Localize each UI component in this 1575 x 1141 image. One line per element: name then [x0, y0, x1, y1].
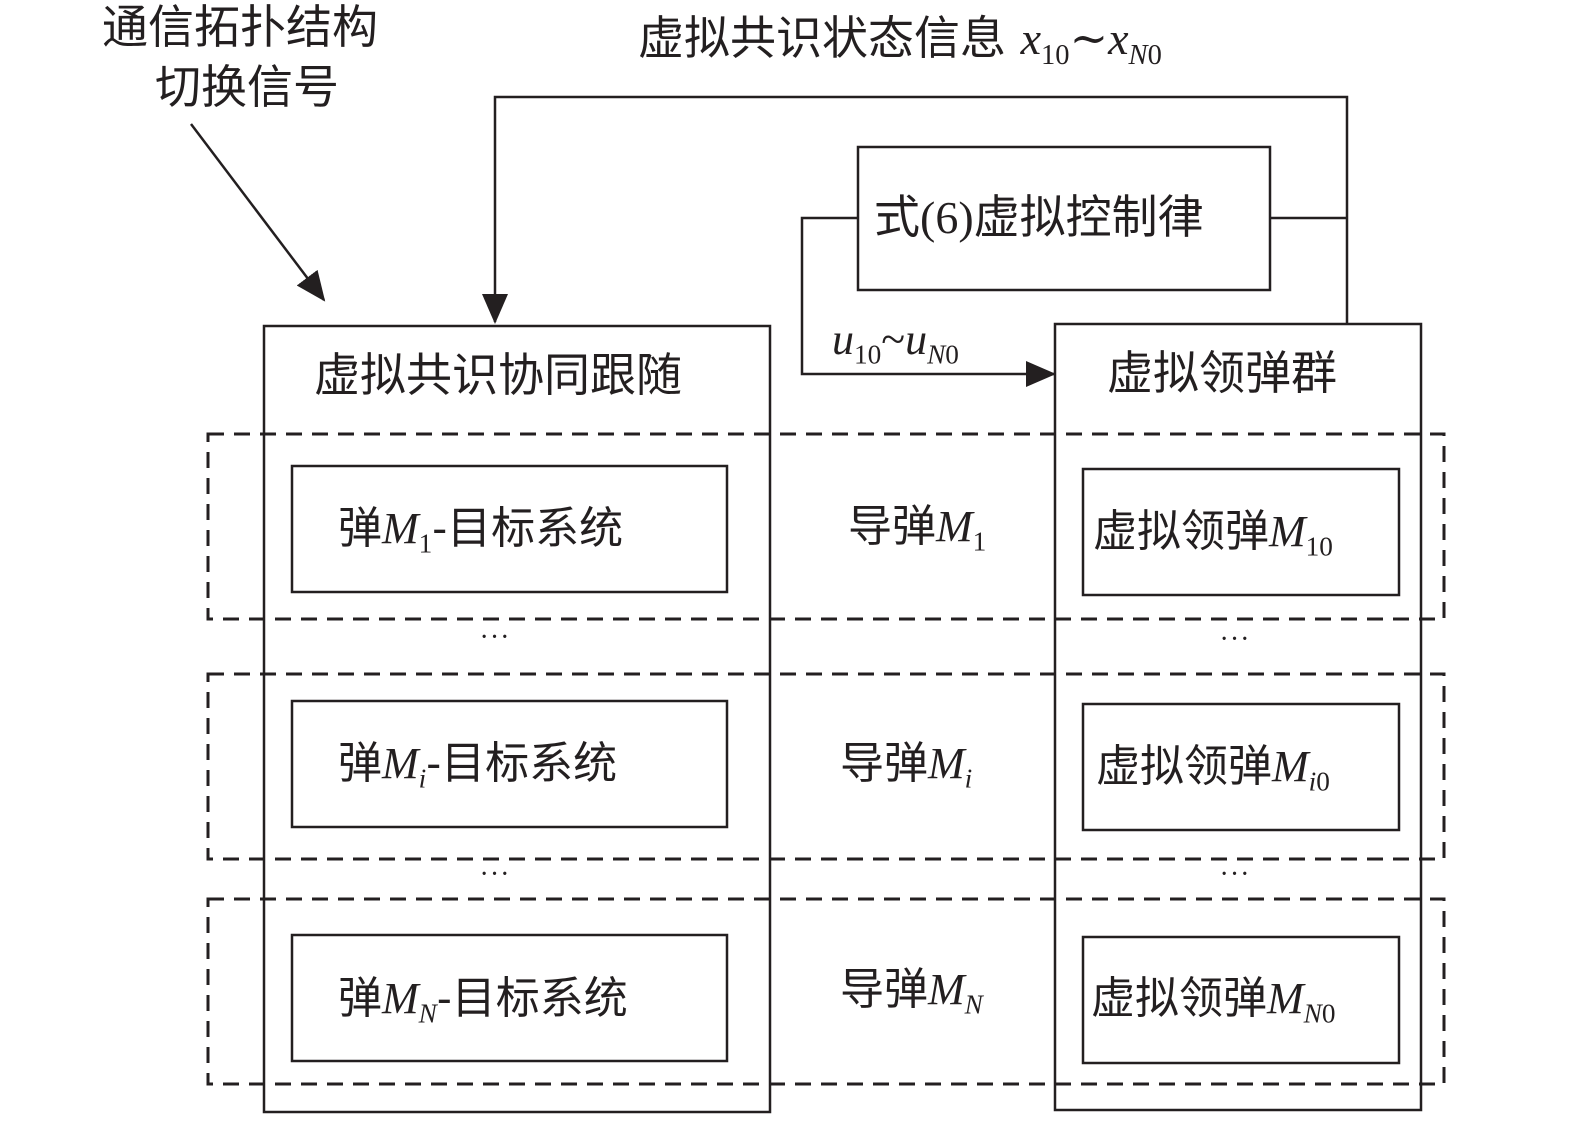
tracking-pre: 弹 [338, 738, 382, 789]
tracking-system-box-i [290, 699, 729, 829]
leader-var: M [1272, 742, 1309, 791]
missile-pre: 导弹 [840, 738, 928, 789]
missile-label-1: 导弹M1 [848, 505, 986, 556]
tracking-var: M [382, 739, 419, 788]
control-var-to-sub-zero: 0 [945, 339, 959, 370]
missile-sub: N [964, 989, 983, 1020]
tracking-pre: 弹 [338, 503, 382, 554]
ellipsis-left-2: ··· [479, 859, 511, 890]
feedback-label: 虚拟共识状态信息 x10~xN0 [638, 15, 1162, 70]
tracking-system-label-1: 弹M1-目标系统 [338, 507, 623, 558]
control-var-to: u [905, 315, 928, 364]
control-var-to-sub: N0 [927, 340, 959, 370]
right-column-box [1053, 322, 1423, 1112]
control-law-suffix: 虚拟控制律 [973, 190, 1204, 244]
ellipsis-right-2: ··· [1219, 859, 1251, 890]
feedback-var-to-sub: N0 [1129, 40, 1162, 71]
control-law-label: 式(6)虚拟控制律 [874, 194, 1204, 241]
feedback-var-from-sub: 10 [1041, 39, 1070, 71]
leader-pre: 虚拟领弹 [1093, 506, 1269, 557]
left-column-title: 虚拟共识协同跟随 [314, 348, 682, 402]
leader-sub: N0 [1304, 999, 1336, 1029]
topology-switch-label-line2: 切换信号 [155, 60, 339, 114]
tracking-post: -目标系统 [436, 973, 628, 1024]
missile-row-group-N [206, 897, 1446, 1086]
ellipsis-left-1: ··· [479, 622, 511, 653]
virtual-leader-box-i [1081, 702, 1401, 832]
topology-switch-label-line1: 通信拓扑结构 [102, 0, 378, 54]
feedback-var-from: x [1020, 13, 1042, 64]
control-var-to-sub-index: N [927, 339, 946, 370]
virtual-leader-box-1 [1081, 467, 1401, 597]
control-var-from-sub: 10 [854, 339, 882, 370]
tracking-system-box-N [290, 933, 729, 1063]
missile-pre: 导弹 [840, 964, 928, 1015]
ellipsis-right-1: ··· [1219, 624, 1251, 655]
missile-sub: i [964, 763, 973, 794]
leader-pre: 虚拟领弹 [1096, 741, 1272, 792]
leader-var: M [1267, 974, 1304, 1023]
missile-var: M [928, 739, 965, 788]
leader-sub: i0 [1309, 767, 1330, 797]
leader-sub-rest: 10 [1305, 531, 1333, 562]
tracking-post: -目标系统 [432, 503, 624, 554]
missile-var: M [928, 965, 965, 1014]
leader-sub: 10 [1306, 532, 1333, 562]
feedback-tilde: ~ [1069, 11, 1109, 65]
feedback-var-to-sub-zero: 0 [1147, 39, 1162, 71]
missile-label-i: 导弹Mi [840, 742, 972, 793]
left-column-box [262, 324, 772, 1114]
control-tilde: ~ [881, 315, 906, 364]
tracking-sub: i [418, 763, 427, 794]
right-column-title: 虚拟领弹群 [1107, 346, 1337, 400]
topology-switch-arrow [190, 123, 326, 302]
control-signal-label: u10~uN0 [832, 318, 959, 369]
control-signal-connector [800, 216, 1056, 387]
missile-pre: 导弹 [848, 501, 936, 552]
missile-row-group-i [206, 672, 1446, 861]
tracking-var: M [382, 974, 419, 1023]
virtual-leader-label-1: 虚拟领弹M10 [1093, 510, 1333, 561]
tracking-system-label-N: 弹MN-目标系统 [338, 977, 628, 1028]
tracking-post: -目标系统 [426, 738, 618, 789]
tracking-sub: 1 [418, 528, 433, 559]
virtual-leader-box-N [1081, 935, 1401, 1065]
missile-var: M [936, 502, 973, 551]
tracking-pre: 弹 [338, 973, 382, 1024]
tracking-sub: N [418, 998, 437, 1029]
feedback-label-text: 虚拟共识状态信息 [638, 11, 1006, 65]
missile-row-group-1 [206, 432, 1446, 621]
missile-label-N: 导弹MN [840, 968, 983, 1019]
control-law-eq-ref: (6) [920, 192, 974, 243]
leader-sub-index: N [1303, 998, 1322, 1029]
leader-sub-index: i [1308, 766, 1317, 797]
missile-sub: 1 [972, 526, 987, 557]
virtual-leader-label-i: 虚拟领弹Mi0 [1096, 745, 1330, 796]
leader-pre: 虚拟领弹 [1091, 973, 1267, 1024]
feedback-connector [482, 95, 1349, 324]
leader-sub-rest: 0 [1316, 766, 1330, 797]
feedback-var-to-sub-index: N [1128, 39, 1148, 71]
control-var-from: u [832, 315, 854, 364]
tracking-var: M [382, 504, 419, 553]
leader-sub-rest: 0 [1321, 998, 1336, 1029]
leader-var: M [1269, 507, 1306, 556]
tracking-system-label-i: 弹Mi-目标系统 [338, 742, 617, 793]
virtual-leader-label-N: 虚拟领弹MN0 [1091, 977, 1335, 1028]
control-law-prefix: 式 [874, 190, 920, 244]
feedback-var-to: x [1108, 13, 1129, 64]
tracking-system-box-1 [290, 464, 729, 594]
